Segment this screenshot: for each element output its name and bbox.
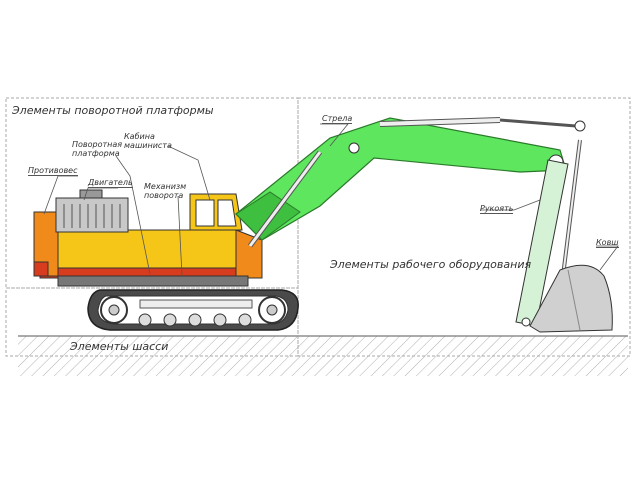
cabin-label: Кабина машиниста <box>124 132 172 150</box>
engine-housing <box>55 189 129 233</box>
platform-label: Поворотная платформа <box>72 140 122 158</box>
engine-label: Двигатель <box>88 178 133 188</box>
stick-label: Рукоять <box>480 204 514 214</box>
chassis-section-title: Элементы шасси <box>70 340 169 353</box>
operator-cabin <box>189 193 243 231</box>
rotating-platform <box>39 229 263 287</box>
swing-label-line2: поворота <box>144 191 184 200</box>
track-assembly <box>87 289 299 331</box>
platform-section-title: Элементы поворотной платформы <box>12 104 214 117</box>
boom-assembly <box>235 117 586 248</box>
boom-label: Стрела <box>322 114 353 124</box>
leader-lines <box>43 123 619 277</box>
cabin-label-line2: машиниста <box>124 141 172 150</box>
counterweight-label: Противовес <box>28 166 78 176</box>
equipment-section-frame <box>297 97 631 357</box>
cabin-label-line1: Кабина <box>124 132 155 141</box>
counterweight-block <box>33 211 59 277</box>
swing-label-line1: Механизм <box>144 182 187 191</box>
swing-label: Механизм поворота <box>144 182 186 200</box>
equipment-section-title: Элементы рабочего оборудования <box>330 258 532 271</box>
bucket-assembly <box>529 264 613 333</box>
bucket-label: Ковш <box>596 238 619 248</box>
platform-label-line1: Поворотная <box>72 140 123 149</box>
platform-label-line2: платформа <box>72 149 120 158</box>
